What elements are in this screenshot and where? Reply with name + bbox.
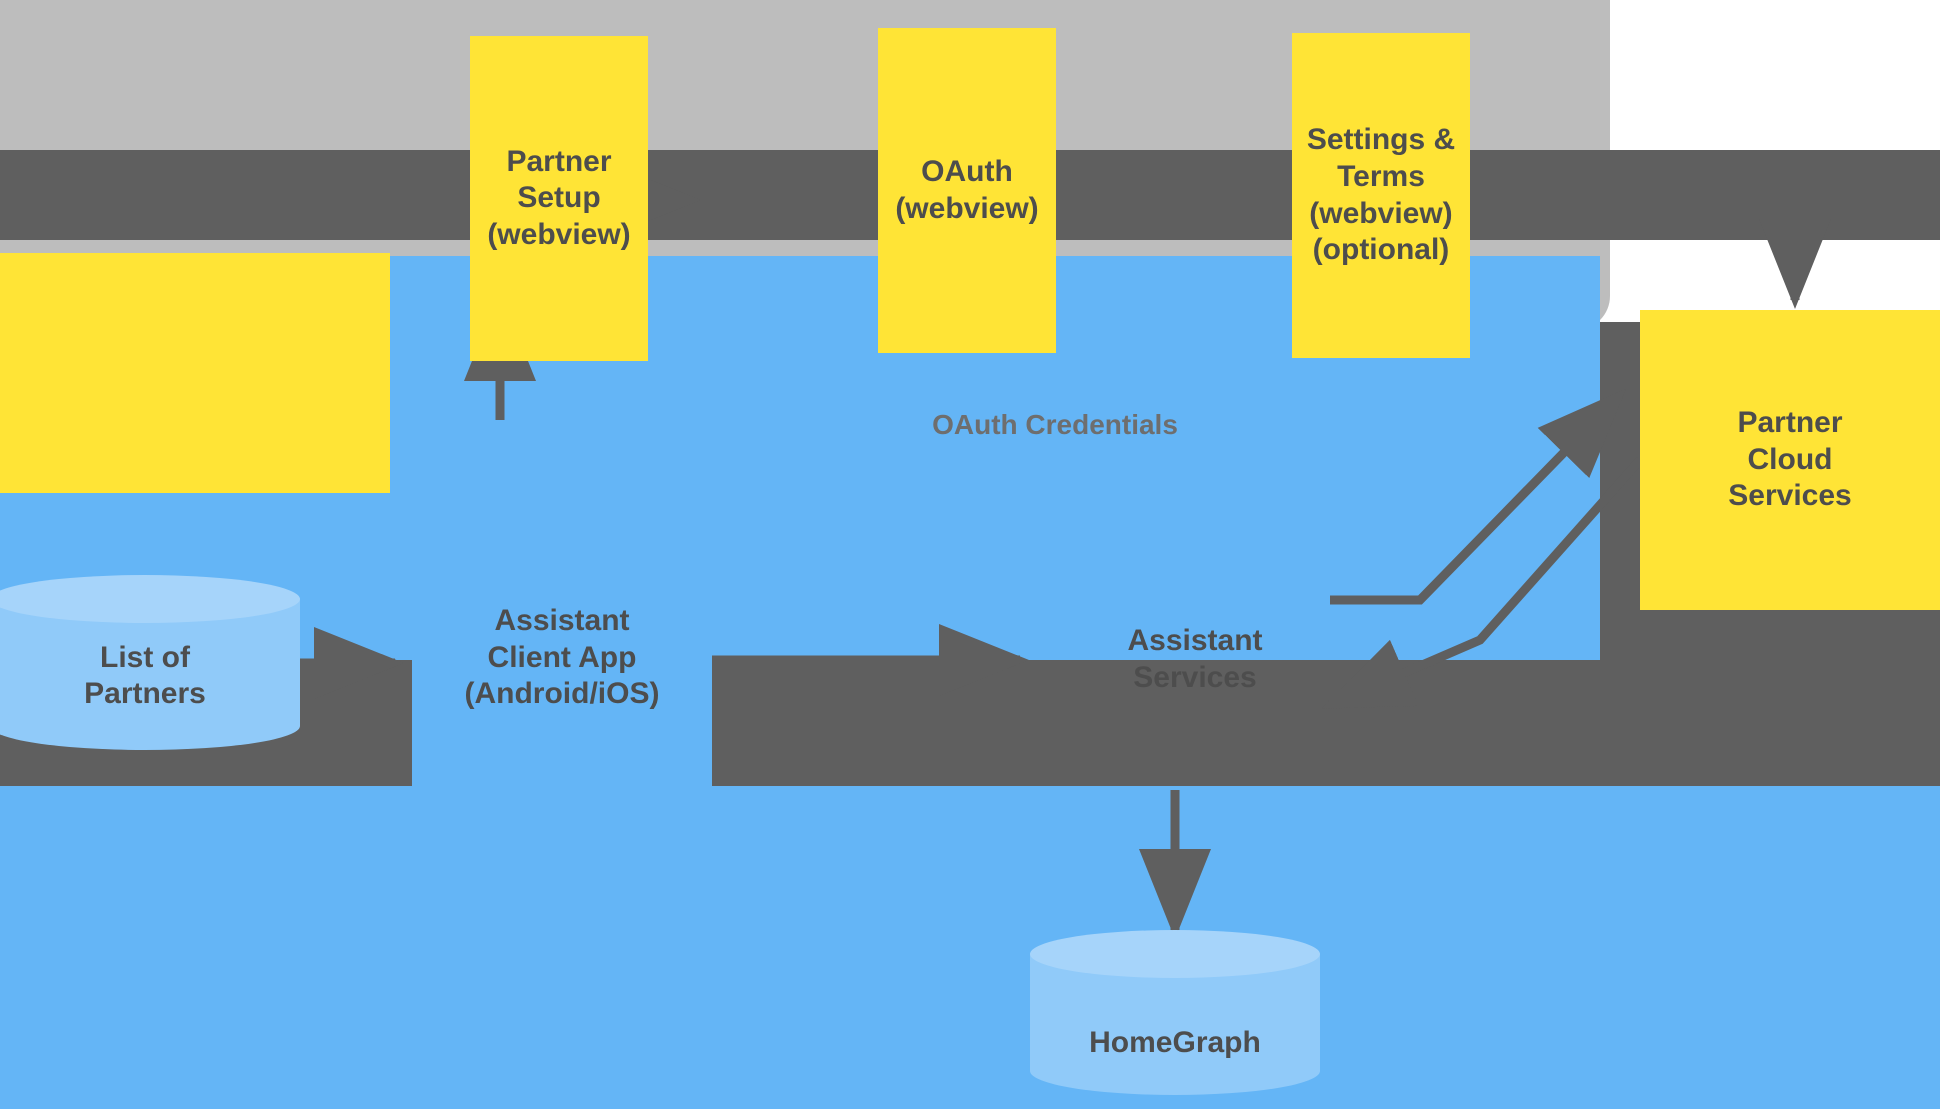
left-yellow-slab — [0, 253, 390, 493]
bottom-blue-band — [0, 786, 1940, 1109]
cylinder-homegraph-label: HomeGraph — [1089, 1026, 1261, 1059]
cylinder-top-ellipse — [1030, 930, 1320, 978]
card-assistant-services[interactable]: Assistant Services — [1050, 600, 1340, 720]
card-partner-cloud-services[interactable]: Partner Cloud Services — [1640, 310, 1940, 610]
cylinder-top-ellipse — [0, 575, 300, 623]
card-assistant-client-app[interactable]: Assistant Client App (Android/iOS) — [412, 508, 712, 808]
card-assistant-services-label: Assistant Services — [1127, 624, 1263, 694]
card-settings-terms[interactable]: Settings & Terms (webview) (optional) — [1292, 33, 1470, 358]
cylinder-list-of-partners[interactable] — [0, 575, 300, 750]
card-partner-setup[interactable]: Partner Setup (webview) — [470, 36, 648, 361]
card-partner-setup-label: Partner Setup (webview) — [487, 144, 631, 251]
edge-label-oauth-credentials-text: OAuth Credentials — [932, 408, 1178, 440]
card-oauth-label: OAuth (webview) — [895, 154, 1039, 225]
card-settings-terms-label: Settings & Terms (webview) (optional) — [1306, 123, 1456, 267]
card-assistant-client-app-label: Assistant Client App (Android/iOS) — [464, 604, 660, 711]
cylinder-bottom-ellipse — [0, 702, 300, 750]
edge-label-oauth-credentials: OAuth Credentials — [880, 400, 1230, 450]
cylinder-homegraph[interactable] — [1030, 930, 1320, 1095]
cylinder-list-of-partners-label: List of Partners — [84, 641, 206, 710]
cylinder-bottom-ellipse — [1030, 1047, 1320, 1095]
card-partner-cloud-services-label: Partner Cloud Services — [1728, 406, 1852, 513]
card-oauth[interactable]: OAuth (webview) — [878, 28, 1056, 353]
